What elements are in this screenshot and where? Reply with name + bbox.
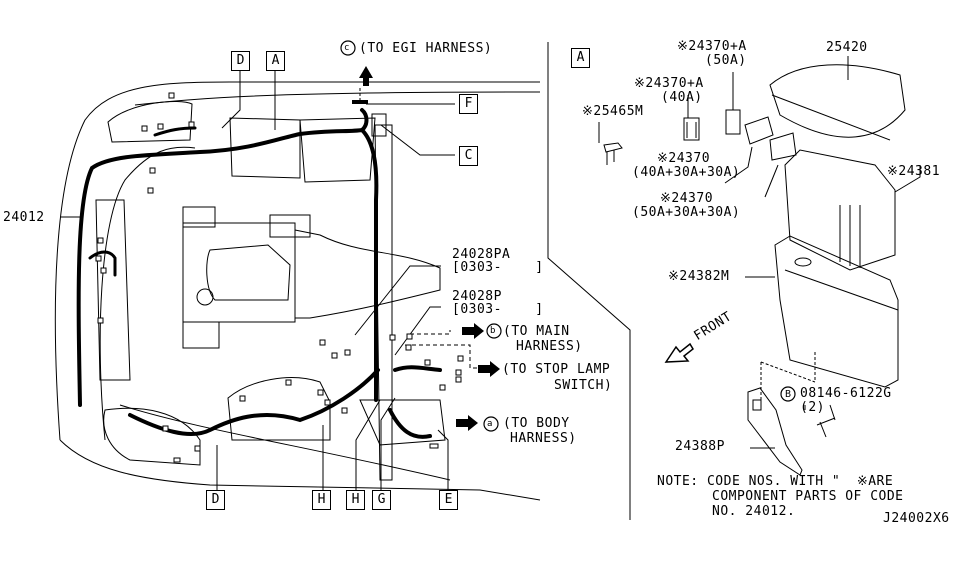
part-24370a-40-rating: (40A) [661,90,703,105]
marker-B-letter: B [785,389,792,400]
front-arrow-icon [664,342,694,363]
part-24382m-code: ※24382M [668,269,730,284]
marker-B-icon [780,386,796,402]
body-outline [54,81,540,441]
body-harness-label-1: (TO BODY [503,416,570,431]
main-harness-arrow-icon [462,323,484,339]
callout-a-top: A [266,51,285,71]
callout-h-2: H [346,490,365,510]
callout-d-top: D [231,51,250,71]
note-line-1: NOTE: CODE NOS. WITH " ※ARE [657,474,894,489]
part-24370-50-rating: (50A+30A+30A) [632,205,741,220]
part-24370-40-rating: (40A+30A+30A) [632,165,741,180]
callout-c: C [459,146,478,166]
diagram-code: J24002X6 [883,511,950,526]
callout-a-detail: A [571,48,590,68]
egi-harness-label: (TO EGI HARNESS) [359,41,493,56]
egi-arrow-icon [359,66,373,86]
callout-d-bottom: D [206,490,225,510]
marker-c-letter: c [344,43,350,53]
main-harness-label-2: HARNESS) [516,339,583,354]
marker-c-icon [340,40,356,56]
marker-a-letter: a [487,419,493,429]
part-24388p-code: 24388P [675,439,725,454]
note-line-3: NO. 24012. [712,504,796,519]
stop-lamp-label-1: (TO STOP LAMP [502,362,611,377]
part-24381-code: ※24381 [887,164,941,179]
part-24028pa-range: [0303- ] [452,260,544,275]
body-harness-arrow-icon [456,415,478,431]
callout-h-1: H [312,490,331,510]
part-24370a-50-rating: (50A) [705,53,747,68]
callout-g: G [372,490,391,510]
part-24028p-range: [0303- ] [452,302,544,317]
part-24370-50-code: ※24370 [660,191,714,206]
part-25465m-code: ※25465M [582,104,644,119]
stop-lamp-arrow-icon [478,361,500,377]
main-harness-label-1: (TO MAIN [503,324,570,339]
stop-lamp-label-2: SWITCH) [554,378,613,393]
body-harness-label-2: HARNESS) [510,431,577,446]
section-divider [547,42,631,520]
part-25420-code: 25420 [826,40,868,55]
part-24370-40-code: ※24370 [657,151,711,166]
part-08146-code: 08146-6122G [800,386,892,401]
part-24028pa-code: 24028PA [452,247,511,262]
part-24370a-50-code: ※24370+A [677,39,747,54]
callout-f: F [459,94,478,114]
marker-b-icon [486,323,502,339]
part-24370a-40-code: ※24370+A [634,76,704,91]
note-line-2: COMPONENT PARTS OF CODE [712,489,904,504]
marker-b-letter: b [490,326,496,336]
callout-e: E [439,490,458,510]
harness-wires [76,108,442,439]
part-08146-qty: (2) [800,400,825,415]
part-24028p-code: 24028P [452,289,502,304]
part-24012-label: 24012 [3,210,45,225]
marker-a-icon [483,416,499,432]
